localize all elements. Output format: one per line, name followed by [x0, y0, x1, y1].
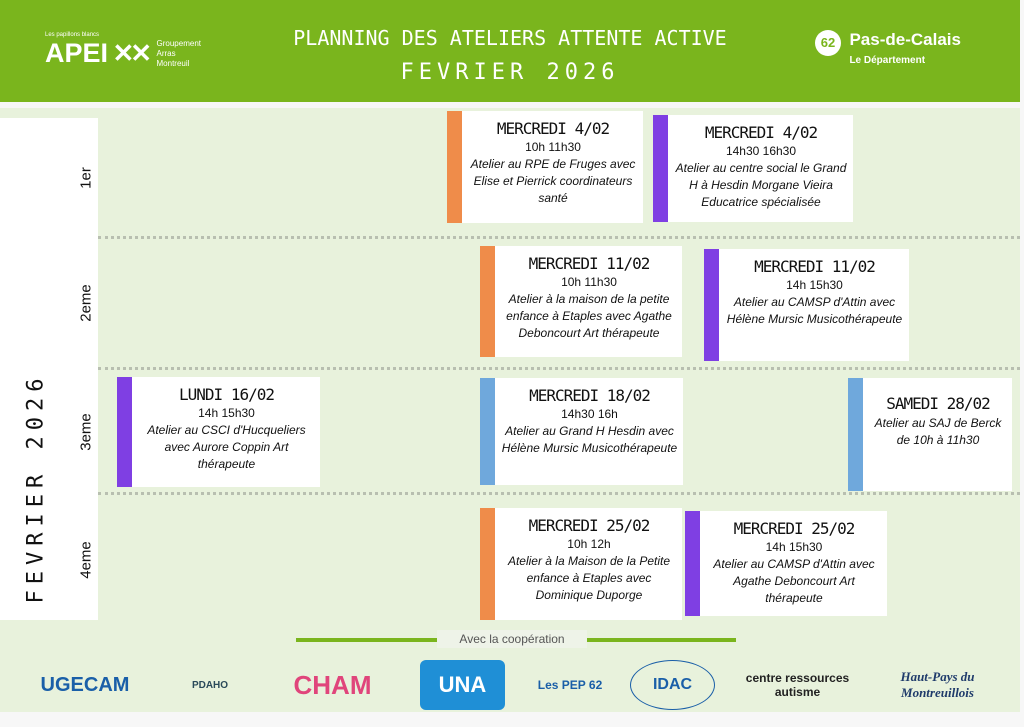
- event-time: 10h 12h: [567, 537, 611, 551]
- event-date: MERCREDI 18/02: [529, 386, 651, 405]
- week-label: 4eme: [77, 541, 95, 579]
- event-description: Atelier à la maison de la petite enfance…: [506, 292, 672, 340]
- apei-tagline: Les papillons blancs: [45, 32, 100, 38]
- partner-logo-pep: Les PEP 62: [537, 678, 603, 692]
- cooperation-label: Avec la coopération: [437, 630, 587, 648]
- category-bar: [117, 377, 132, 487]
- event-description: Atelier au CAMSP d'Attin avec Agathe Deb…: [713, 557, 875, 605]
- event-date: MERCREDI 11/02: [528, 254, 651, 273]
- apei-figures-icon: ✕✕: [112, 38, 152, 68]
- month-label: FEVRIER 2026: [23, 372, 49, 604]
- week-labels-column: FEVRIER 2026: [0, 118, 98, 620]
- event-time: 14h 15h30: [786, 278, 843, 292]
- event-date: LUNDI 16/02: [179, 385, 275, 404]
- event-card: MERCREDI 11/02 14h 15h30 Atelier au CAMS…: [704, 249, 909, 361]
- category-bar: [480, 378, 495, 485]
- category-bar: [685, 511, 700, 616]
- event-time: 14h 15h30: [198, 406, 255, 420]
- category-bar: [704, 249, 719, 361]
- week-label: 3eme: [77, 413, 95, 451]
- event-card: MERCREDI 4/02 14h30 16h30 Atelier au cen…: [653, 115, 853, 222]
- event-card: LUNDI 16/02 14h 15h30 Atelier au CSCI d'…: [117, 377, 320, 487]
- partner-logo-una: UNA: [420, 660, 505, 710]
- category-bar: [848, 378, 863, 491]
- event-date: MERCREDI 25/02: [733, 519, 856, 538]
- event-description: Atelier à la Maison de la Petite enfance…: [507, 554, 671, 602]
- category-bar: [653, 115, 668, 222]
- event-card: MERCREDI 11/02 10h 11h30 Atelier à la ma…: [480, 246, 682, 357]
- partner-logo-ugecam: UGECAM: [40, 673, 130, 696]
- event-card: SAMEDI 28/02 Atelier au SAJ de Berck de …: [848, 378, 1012, 491]
- partner-logo-cra: centre ressources autisme: [745, 671, 850, 699]
- event-date: MERCREDI 4/02: [496, 119, 610, 138]
- week-divider: [98, 492, 1020, 495]
- event-time: 10h 11h30: [525, 140, 581, 154]
- partner-logo-haut-pays: Haut-Pays du Montreuillois: [900, 669, 975, 700]
- week-divider: [98, 236, 1020, 239]
- event-time: 10h 11h30: [561, 275, 617, 289]
- event-time: 14h30 16h: [561, 407, 618, 421]
- event-description: Atelier au Grand H Hesdin avec Hélène Mu…: [501, 424, 678, 455]
- apei-name: APEI: [45, 38, 109, 68]
- event-description: Atelier au centre social le Grand H à He…: [675, 161, 847, 209]
- week-divider: [98, 367, 1020, 370]
- week-label: 2eme: [77, 284, 95, 322]
- event-description: Atelier au CSCI d'Hucqueliers avec Auror…: [147, 423, 306, 471]
- partner-logo-cham: CHAM: [293, 669, 372, 700]
- event-time: 14h 15h30: [765, 540, 823, 554]
- event-date: MERCREDI 4/02: [704, 123, 818, 142]
- page-subtitle: FEVRIER 2026: [400, 60, 620, 85]
- event-date: SAMEDI 28/02: [886, 394, 991, 413]
- week-label: 1er: [77, 167, 95, 189]
- event-time: 14h30 16h30: [725, 144, 797, 158]
- event-card: MERCREDI 25/02 14h 15h30 Atelier au CAMS…: [685, 511, 887, 616]
- event-card: MERCREDI 25/02 10h 12h Atelier à la Mais…: [480, 508, 682, 620]
- page-title: PLANNING DES ATELIERS ATTENTE ACTIVE: [293, 26, 727, 50]
- event-card: MERCREDI 4/02 10h 11h30 Atelier au RPE d…: [447, 111, 643, 223]
- partner-logo-pdaho: PDAHO: [191, 679, 229, 691]
- category-bar: [447, 111, 462, 223]
- partner-logo-idac: IDAC: [630, 660, 715, 710]
- event-description: Atelier au CAMSP d'Attin avec Hélène Mur…: [726, 295, 903, 326]
- event-date: MERCREDI 25/02: [528, 516, 651, 535]
- event-card: MERCREDI 18/02 14h30 16h Atelier au Gran…: [480, 378, 683, 485]
- event-description: Atelier au SAJ de Berck de 10h à 11h30: [874, 416, 1002, 447]
- category-bar: [480, 246, 495, 357]
- event-date: MERCREDI 11/02: [754, 257, 876, 276]
- category-bar: [480, 508, 495, 620]
- event-description: Atelier au RPE de Fruges avec Elise et P…: [470, 157, 636, 205]
